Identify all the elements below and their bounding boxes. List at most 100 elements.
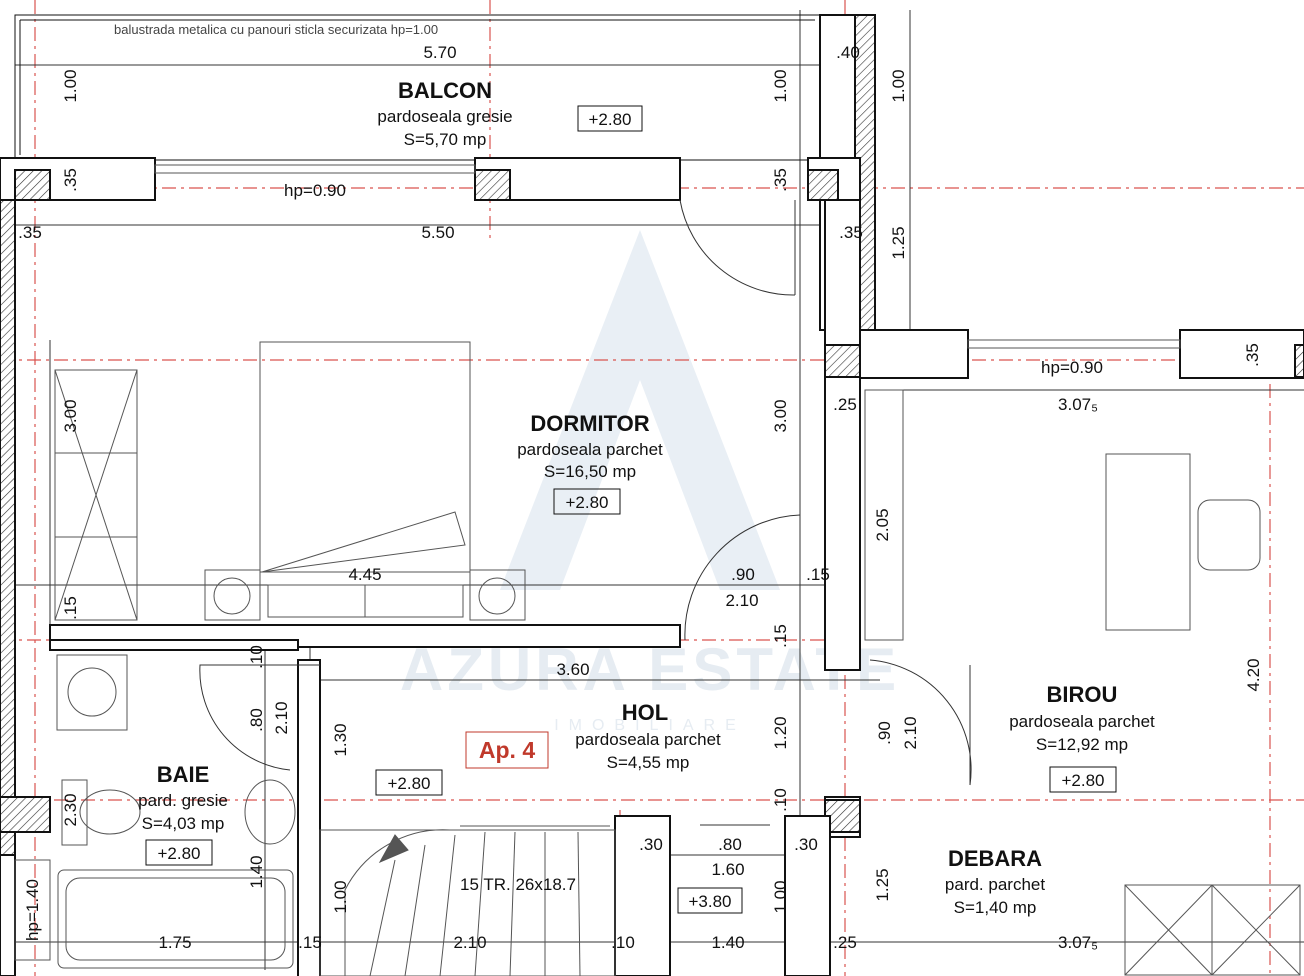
svg-text:1.30: 1.30 <box>331 723 350 756</box>
svg-text:+2.80: +2.80 <box>387 774 430 793</box>
svg-text:1.40: 1.40 <box>711 933 744 952</box>
svg-text:S=4,55 mp: S=4,55 mp <box>607 753 690 772</box>
wall-landing-left <box>614 815 671 976</box>
svg-text:4.20: 4.20 <box>1244 658 1263 691</box>
room-baie: BAIE pard. gresie S=4,03 mp +2.80 <box>138 762 228 866</box>
svg-text:DEBARA: DEBARA <box>948 846 1042 871</box>
svg-text:2.05: 2.05 <box>873 508 892 541</box>
svg-text:.35: .35 <box>18 223 42 242</box>
svg-text:1.25: 1.25 <box>873 868 892 901</box>
svg-text:1.00: 1.00 <box>771 69 790 102</box>
svg-text:.15: .15 <box>771 624 790 648</box>
svg-text:.40: .40 <box>836 43 860 62</box>
bed <box>259 341 471 573</box>
svg-text:3.07₅: 3.07₅ <box>1058 933 1098 952</box>
svg-text:1.60: 1.60 <box>711 860 744 879</box>
stairs <box>319 825 616 976</box>
room-birou: BIROU pardoseala parchet S=12,92 mp +2.8… <box>1009 682 1155 793</box>
svg-text:4.45: 4.45 <box>348 565 381 584</box>
svg-text:+2.80: +2.80 <box>565 493 608 512</box>
svg-text:.30: .30 <box>794 835 818 854</box>
room-debara: DEBARA pard. parchet S=1,40 mp <box>945 846 1045 917</box>
svg-text:3.00: 3.00 <box>771 399 790 432</box>
svg-text:1.00: 1.00 <box>331 880 350 913</box>
walls <box>0 14 1304 976</box>
svg-text:1.00: 1.00 <box>61 69 80 102</box>
landing-level: +3.80 <box>677 887 743 914</box>
washing-machine <box>56 654 128 731</box>
sink <box>244 779 296 845</box>
svg-text:+2.80: +2.80 <box>588 110 631 129</box>
svg-text:+2.80: +2.80 <box>157 844 200 863</box>
watermark-logo-mark <box>500 230 780 590</box>
window-height-baie: hp=1.40 <box>23 879 42 941</box>
svg-text:.80: .80 <box>247 708 266 732</box>
nightstand-right <box>469 569 526 621</box>
railing-note: balustrada metalica cu panouri sticla se… <box>114 22 438 37</box>
window-height-birou: hp=0.90 <box>1041 358 1103 377</box>
svg-text:.15: .15 <box>61 596 80 620</box>
room-balcon: BALCON pardoseala gresie S=5,70 mp +2.80 <box>377 78 643 149</box>
svg-text:BALCON: BALCON <box>398 78 492 103</box>
bathtub <box>57 869 294 969</box>
svg-text:.25: .25 <box>833 395 857 414</box>
svg-text:DORMITOR: DORMITOR <box>530 411 649 436</box>
svg-text:.90: .90 <box>875 721 894 745</box>
svg-text:.10: .10 <box>611 933 635 952</box>
dimension-labels: 5.70 .40 .35 5.50 .35 .25 3.07₅ 4.45 .90… <box>18 43 1263 952</box>
svg-text:S=16,50 mp: S=16,50 mp <box>544 462 636 481</box>
windows <box>14 164 1181 961</box>
wall-landing-right <box>784 815 831 976</box>
svg-text:BIROU: BIROU <box>1047 682 1118 707</box>
svg-text:pardoseala parchet: pardoseala parchet <box>575 730 721 749</box>
svg-text:pardoseala parchet: pardoseala parchet <box>517 440 663 459</box>
toilet <box>61 779 88 846</box>
svg-text:2.10: 2.10 <box>272 701 291 734</box>
wall-baie-top <box>49 639 299 651</box>
svg-text:.90: .90 <box>731 565 755 584</box>
svg-text:3.60: 3.60 <box>556 660 589 679</box>
svg-text:.35: .35 <box>839 223 863 242</box>
svg-text:pardoseala parchet: pardoseala parchet <box>1009 712 1155 731</box>
room-hol: HOL pardoseala parchet S=4,55 mp +2.80 A… <box>375 700 721 796</box>
svg-text:HOL: HOL <box>622 700 668 725</box>
svg-text:2.10: 2.10 <box>453 933 486 952</box>
watermark-tagline: IMOBILIARE <box>554 717 746 734</box>
svg-text:2.10: 2.10 <box>901 716 920 749</box>
svg-text:1.25: 1.25 <box>889 226 908 259</box>
svg-text:5.70: 5.70 <box>423 43 456 62</box>
svg-text:S=4,03 mp: S=4,03 mp <box>142 814 225 833</box>
svg-text:+2.80: +2.80 <box>1061 771 1104 790</box>
doors <box>199 199 972 826</box>
svg-text:pard. parchet: pard. parchet <box>945 875 1045 894</box>
birou-shelf <box>864 389 904 641</box>
desk <box>1105 453 1191 631</box>
svg-text:.80: .80 <box>718 835 742 854</box>
svg-text:.15: .15 <box>298 933 322 952</box>
svg-text:.15: .15 <box>806 565 830 584</box>
wall-left <box>0 157 16 976</box>
svg-text:S=12,92 mp: S=12,92 mp <box>1036 735 1128 754</box>
svg-text:pardoseala gresie: pardoseala gresie <box>377 107 512 126</box>
svg-text:2.30: 2.30 <box>61 793 80 826</box>
svg-text:2.10: 2.10 <box>725 591 758 610</box>
window-height-dormitor: hp=0.90 <box>284 181 346 200</box>
svg-text:pard. gresie: pard. gresie <box>138 791 228 810</box>
nightstand-left <box>204 569 261 621</box>
svg-text:1.75: 1.75 <box>158 933 191 952</box>
stairs-arrow-icon <box>378 834 409 864</box>
room-dormitor: DORMITOR pardoseala parchet S=16,50 mp +… <box>517 411 663 515</box>
svg-text:.35: .35 <box>1243 343 1262 367</box>
svg-text:S=5,70 mp: S=5,70 mp <box>404 130 487 149</box>
svg-text:Ap. 4: Ap. 4 <box>479 737 535 763</box>
svg-text:3.00: 3.00 <box>61 399 80 432</box>
svg-text:3.07₅: 3.07₅ <box>1058 395 1098 414</box>
svg-text:.10: .10 <box>771 788 790 812</box>
svg-text:BAIE: BAIE <box>157 762 210 787</box>
wardrobe <box>54 369 138 621</box>
svg-text:1.00: 1.00 <box>889 69 908 102</box>
wall-birou-top-left <box>859 329 969 379</box>
svg-text:1.40: 1.40 <box>247 855 266 888</box>
svg-text:1.00: 1.00 <box>771 880 790 913</box>
